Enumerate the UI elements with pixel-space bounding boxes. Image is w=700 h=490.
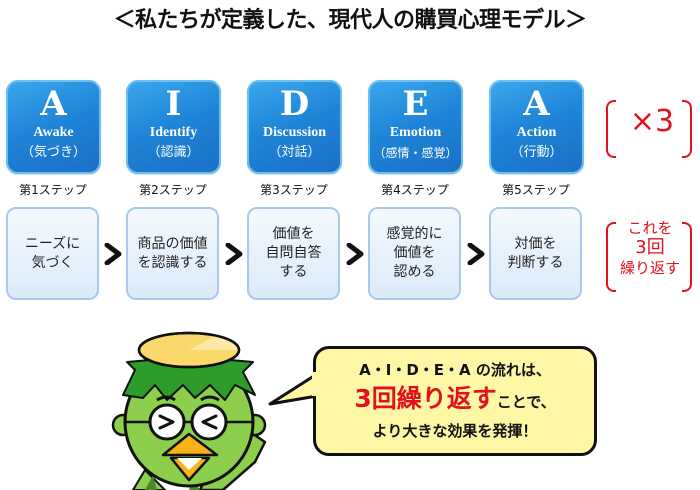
- action-text: 価値を: [393, 245, 436, 261]
- step-tile-discussion: D Discussion （対話）: [247, 80, 342, 174]
- action-box-5: 対価を判断する: [489, 207, 582, 300]
- step-letter: I: [165, 84, 182, 124]
- speech-bubble-text: A・I・D・E・A の流れは、 3回繰り返すことで、 より大きな効果を発揮！: [313, 358, 597, 443]
- bracket-right: [682, 100, 692, 158]
- step-jp: （対話）: [268, 145, 321, 160]
- action-text: 判断する: [507, 254, 564, 271]
- step-tile-identify: I Identify （認識）: [126, 80, 221, 174]
- step-word: Discussion: [262, 125, 327, 140]
- action-text: 価値を: [272, 226, 315, 242]
- action-box-4: 感覚的に価値を認める: [368, 207, 461, 300]
- action-text: を認識する: [137, 254, 208, 271]
- step-number: 第4ステップ: [381, 183, 449, 197]
- step-word: Identify: [149, 125, 198, 140]
- step-jp: （気づき）: [20, 145, 86, 160]
- chevron-right-icon: [225, 243, 243, 265]
- step-tile-awake: A Awake （気づき）: [6, 80, 101, 174]
- bubble-line-1: A・I・D・E・A の流れは、: [359, 361, 551, 379]
- step-letter: E: [402, 84, 429, 124]
- action-text: 対価を: [514, 235, 557, 252]
- chevron-right-icon: [346, 243, 364, 265]
- bracket-left: [606, 100, 616, 158]
- action-text: 自問自答: [265, 245, 322, 261]
- speech-bubble: [313, 346, 597, 456]
- step-number: 第2ステップ: [139, 183, 207, 197]
- kappa-mascot-icon: [105, 330, 280, 490]
- step-letter: A: [523, 84, 550, 124]
- bracket-right: [682, 222, 692, 292]
- page-title: ＜私たちが定義した、現代人の購買心理モデル＞: [113, 8, 587, 33]
- bracket-left: [606, 222, 616, 292]
- action-text: 感覚的に: [386, 226, 443, 242]
- action-text: 商品の価値: [137, 235, 208, 252]
- step-letter: D: [279, 84, 310, 124]
- bubble-line-3: より大きな効果を発揮！: [372, 422, 538, 440]
- bubble-line-2: 3回繰り返すことで、: [313, 382, 597, 419]
- chevron-right-icon: [104, 243, 122, 265]
- bubble-highlight: 3回繰り返す: [354, 384, 497, 413]
- step-jp: （認識）: [147, 145, 200, 160]
- step-jp: （感情・感覚）: [373, 146, 458, 160]
- chevron-right-icon: [467, 243, 485, 265]
- bubble-tail-joint: [312, 372, 320, 396]
- action-box-3: 価値を自問自答する: [247, 207, 340, 300]
- step-word: Emotion: [389, 125, 442, 140]
- step-word: Awake: [33, 125, 74, 140]
- step-tile-action: A Action （行動）: [489, 80, 584, 174]
- step-word: Action: [516, 125, 557, 140]
- repeat-line: 繰り返す: [619, 259, 680, 277]
- step-letter: A: [40, 84, 67, 124]
- step-number: 第5ステップ: [502, 183, 570, 197]
- step-tile-emotion: E Emotion （感情・感覚）: [368, 80, 463, 174]
- action-text: ニーズに: [24, 235, 81, 252]
- action-text: する: [279, 264, 308, 280]
- speech-bubble-tail: [262, 370, 322, 420]
- action-text: 気づく: [31, 254, 74, 271]
- action-box-2: 商品の価値を認識する: [126, 207, 219, 300]
- step-number: 第3ステップ: [260, 183, 328, 197]
- step-number: 第1ステップ: [19, 183, 87, 197]
- step-jp: （行動）: [510, 145, 563, 160]
- repeat-note: これを 3回 繰り返す: [608, 218, 692, 278]
- multiplier-label: ×3: [629, 104, 675, 139]
- bubble-rest: ことで、: [496, 393, 556, 411]
- repeat-line: これを: [627, 219, 673, 237]
- action-box-1: ニーズに気づく: [6, 207, 99, 300]
- action-text: 認める: [393, 264, 436, 280]
- repeat-line: 3回: [635, 237, 665, 258]
